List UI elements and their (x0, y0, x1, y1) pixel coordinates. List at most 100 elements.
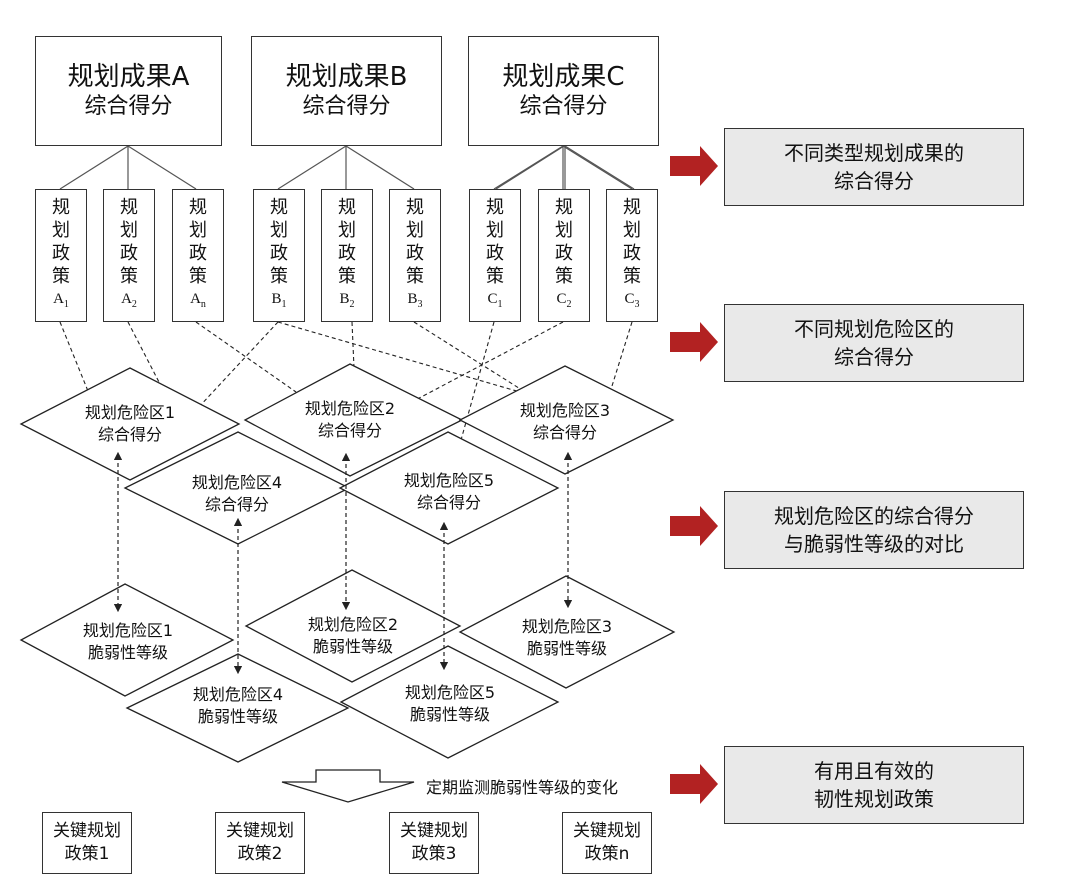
policy-char: 规 (555, 196, 573, 218)
policy-char: 划 (120, 219, 138, 241)
zone-name: 规划危险区3 (519, 401, 611, 420)
policy-index: 1 (63, 298, 69, 310)
policy-char: 规 (406, 196, 424, 218)
outcome-box-a: 规划成果A 综合得分 (35, 36, 222, 146)
monitor-label: 定期监测脆弱性等级的变化 (426, 778, 619, 797)
side-box-line: 综合得分 (834, 169, 914, 193)
policy-char: 规 (486, 196, 504, 218)
policy-char: 划 (406, 219, 424, 241)
policy-char: 规 (338, 196, 356, 218)
score-zone-1: 规划危险区1 综合得分 (40, 402, 220, 446)
zone-name: 规划危险区5 (403, 471, 495, 490)
policy-zone-links (59, 321, 633, 441)
zone-name: 规划危险区5 (404, 683, 496, 702)
policy-char: 策 (270, 265, 288, 287)
side-box-line: 有用且有效的 (814, 759, 934, 783)
policy-char: 划 (270, 219, 288, 241)
policy-code: C2 (556, 288, 571, 316)
key-policy-line: 政策3 (411, 844, 457, 864)
side-box-line: 不同规划危险区的 (794, 317, 954, 341)
zone-name: 规划危险区1 (82, 621, 174, 640)
side-box-zone-scores: 不同规划危险区的 综合得分 (724, 304, 1024, 382)
red-arrow-icon (670, 146, 718, 186)
policy-char: 策 (555, 265, 573, 287)
key-policy-line: 政策1 (64, 844, 110, 864)
policy-code: A1 (53, 288, 69, 316)
policy-char: 规 (189, 196, 207, 218)
score-diamonds (19, 363, 675, 545)
policy-code: C1 (487, 288, 502, 316)
key-policy-line: 关键规划 (53, 821, 121, 841)
policy-char: 政 (189, 242, 207, 264)
policy-letter: C (624, 290, 635, 307)
policy-char: 策 (623, 265, 641, 287)
policy-char: 政 (120, 242, 138, 264)
side-box-line: 规划危险区的综合得分 (774, 504, 974, 528)
policy-index: 2 (566, 298, 572, 310)
outcome-title: 规划成果C (502, 62, 625, 92)
outcome-subtitle: 综合得分 (84, 94, 173, 119)
vuln-diamonds (19, 569, 676, 763)
key-policy-line: 政策2 (237, 844, 283, 864)
outcome-box-b: 规划成果B 综合得分 (251, 36, 442, 146)
red-arrow-icon (670, 506, 718, 546)
key-policy-n: 关键规划 政策n (562, 812, 652, 874)
policy-char: 策 (52, 265, 70, 287)
score-zone-5: 规划危险区5 综合得分 (359, 470, 539, 514)
policy-char: 划 (338, 219, 356, 241)
vuln-zone-3: 规划危险区3 脆弱性等级 (477, 616, 657, 660)
policy-char: 策 (338, 265, 356, 287)
policy-code: A2 (121, 288, 137, 316)
policy-char: 政 (555, 242, 573, 264)
policy-letter: A (121, 290, 132, 307)
zone-name: 规划危险区1 (84, 403, 176, 422)
compare-arrows (113, 451, 573, 675)
policy-index: 3 (417, 298, 423, 310)
zone-metric: 综合得分 (416, 493, 481, 512)
policy-char: 规 (623, 196, 641, 218)
outcome-title: 规划成果A (67, 62, 190, 92)
policy-index: 3 (634, 298, 640, 310)
zone-name: 规划危险区4 (192, 685, 284, 704)
zone-metric: 脆弱性等级 (526, 639, 607, 658)
side-box-outcome-scores: 不同类型规划成果的 综合得分 (724, 128, 1024, 206)
side-box-line: 综合得分 (834, 345, 914, 369)
side-box-resilience-policy: 有用且有效的 韧性规划政策 (724, 746, 1024, 824)
policy-char: 划 (486, 219, 504, 241)
key-policy-3: 关键规划 政策3 (389, 812, 479, 874)
zone-metric: 综合得分 (204, 495, 269, 514)
down-arrow-icon (281, 769, 415, 803)
zone-metric: 脆弱性等级 (312, 637, 393, 656)
policy-index: 1 (497, 298, 503, 310)
policy-char: 划 (623, 219, 641, 241)
policy-letter: B (271, 290, 282, 307)
zone-name: 规划危险区2 (304, 399, 396, 418)
policy-char: 政 (406, 242, 424, 264)
red-arrows (670, 146, 718, 804)
side-box-comparison: 规划危险区的综合得分 与脆弱性等级的对比 (724, 491, 1024, 569)
policy-letter: C (556, 290, 567, 307)
policy-code: B2 (339, 288, 354, 316)
key-policy-line: 政策n (584, 844, 630, 864)
zone-name: 规划危险区3 (521, 617, 613, 636)
policy-code: An (190, 288, 206, 316)
side-box-line: 不同类型规划成果的 (784, 141, 964, 165)
policy-char: 划 (52, 219, 70, 241)
policy-code: B3 (407, 288, 422, 316)
policy-index: n (200, 298, 206, 310)
policy-char: 规 (52, 196, 70, 218)
zone-metric: 综合得分 (97, 425, 162, 444)
outcome-subtitle: 综合得分 (519, 94, 608, 119)
policy-char: 划 (555, 219, 573, 241)
